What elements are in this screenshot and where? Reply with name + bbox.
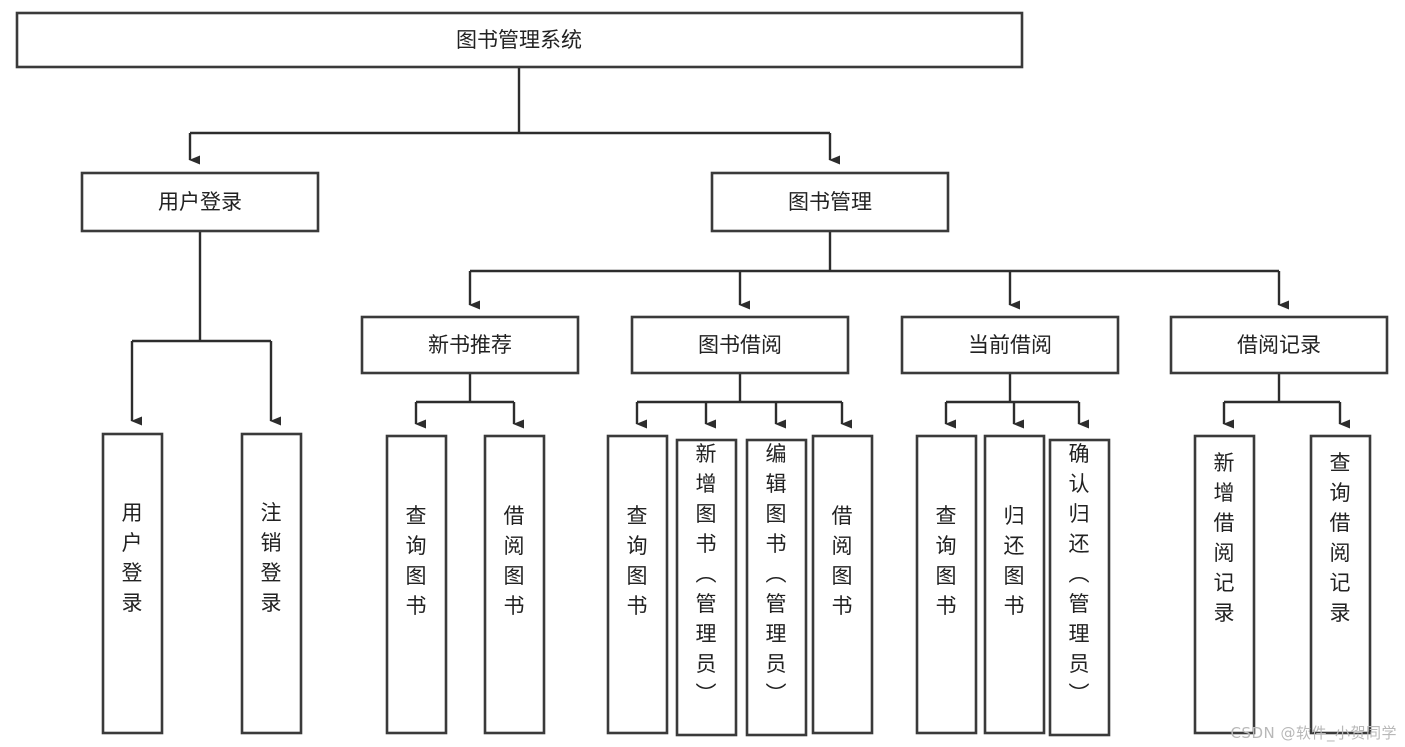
node-bookmgmt-box[interactable] (710, 171, 950, 233)
node-leaf-borrow-2[interactable]: 新增图书︵管理员︶ (675, 438, 738, 737)
node-leaf-current-2-label: 归还图书 (1004, 504, 1025, 618)
node-leaf-records-2[interactable]: 查询借阅记录 (1309, 434, 1372, 735)
node-leaf-borrow-4-box[interactable] (811, 434, 874, 735)
node-leaf-records-1-label: 新增借阅记录 (1214, 451, 1235, 625)
node-leaf-newbook-2[interactable]: 借阅图书 (483, 434, 546, 735)
node-newbook-box[interactable] (360, 315, 580, 375)
node-borrow-label: 图书借阅 (698, 333, 782, 357)
node-login-box[interactable] (80, 171, 320, 233)
node-current[interactable]: 当前借阅 (900, 315, 1120, 375)
node-leaf-records-1[interactable]: 新增借阅记录 (1193, 434, 1256, 735)
node-leaf-records-1-box[interactable] (1193, 434, 1256, 735)
node-bookmgmt[interactable]: 图书管理 (710, 171, 950, 233)
node-leaf-current-2-box[interactable] (983, 434, 1046, 735)
node-leaf-login-1-box[interactable] (101, 432, 164, 735)
node-leaf-borrow-2-label: 新增图书︵管理员︶ (696, 442, 717, 706)
node-root[interactable]: 图书管理系统 (15, 11, 1024, 69)
node-leaf-newbook-2-box[interactable] (483, 434, 546, 735)
node-leaf-borrow-2-box[interactable] (675, 438, 738, 737)
node-records[interactable]: 借阅记录 (1169, 315, 1389, 375)
node-root-box[interactable] (15, 11, 1024, 69)
node-leaf-newbook-1[interactable]: 查询图书 (385, 434, 448, 735)
node-leaf-current-1[interactable]: 查询图书 (915, 434, 978, 735)
node-leaf-current-3[interactable]: 确认归还︵管理员︶ (1048, 438, 1111, 737)
node-leaf-login-1[interactable]: 用户登录 (101, 432, 164, 735)
node-leaf-borrow-3[interactable]: 编辑图书︵管理员︶ (745, 438, 808, 737)
node-leaf-current-3-box[interactable] (1048, 438, 1111, 737)
node-leaf-login-2-box[interactable] (240, 432, 303, 735)
node-leaf-newbook-2-label: 借阅图书 (504, 504, 525, 618)
node-leaf-borrow-3-label: 编辑图书︵管理员︶ (766, 442, 787, 706)
node-borrow[interactable]: 图书借阅 (630, 315, 850, 375)
node-root-label: 图书管理系统 (456, 28, 582, 52)
node-leaf-borrow-4-label: 借阅图书 (832, 504, 853, 618)
node-leaf-newbook-1-box[interactable] (385, 434, 448, 735)
node-leaf-records-2-box[interactable] (1309, 434, 1372, 735)
node-borrow-box[interactable] (630, 315, 850, 375)
node-leaf-newbook-1-label: 查询图书 (406, 504, 427, 618)
node-leaf-borrow-1-box[interactable] (606, 434, 669, 735)
node-current-label: 当前借阅 (968, 333, 1052, 357)
node-leaf-borrow-1-label: 查询图书 (627, 504, 648, 618)
node-leaf-borrow-1[interactable]: 查询图书 (606, 434, 669, 735)
node-leaf-borrow-3-box[interactable] (745, 438, 808, 737)
node-login[interactable]: 用户登录 (80, 171, 320, 233)
node-records-label: 借阅记录 (1237, 333, 1321, 357)
node-leaf-current-1-label: 查询图书 (936, 504, 957, 618)
node-leaf-records-2-label: 查询借阅记录 (1330, 451, 1351, 625)
node-leaf-login-2[interactable]: 注销登录 (240, 432, 303, 735)
node-login-label: 用户登录 (158, 190, 242, 214)
node-leaf-current-2[interactable]: 归还图书 (983, 434, 1046, 735)
node-bookmgmt-label: 图书管理 (788, 190, 872, 214)
node-newbook-label: 新书推荐 (428, 333, 512, 357)
node-leaf-current-3-label: 确认归还︵管理员︶ (1069, 442, 1090, 706)
node-newbook[interactable]: 新书推荐 (360, 315, 580, 375)
node-current-box[interactable] (900, 315, 1120, 375)
node-records-box[interactable] (1169, 315, 1389, 375)
csdn-watermark: CSDN @软件_小贺同学 (1230, 724, 1397, 742)
node-leaf-borrow-4[interactable]: 借阅图书 (811, 434, 874, 735)
node-leaf-login-1-label: 用户登录 (122, 501, 143, 615)
edges-layer (130, 67, 1350, 429)
node-leaf-current-1-box[interactable] (915, 434, 978, 735)
node-leaf-login-2-label: 注销登录 (261, 501, 282, 615)
